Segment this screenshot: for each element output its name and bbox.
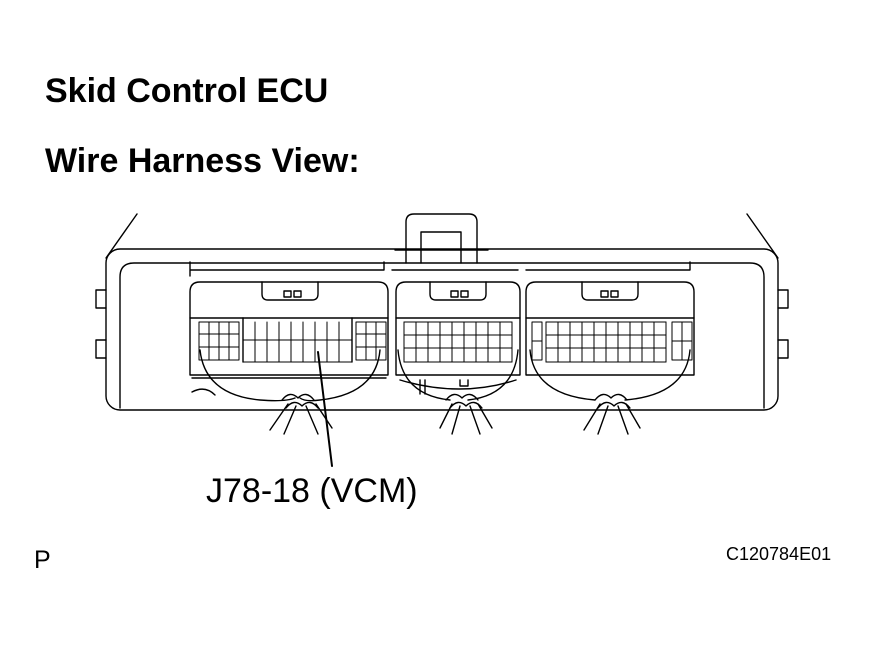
terminal-callout-label: J78-18 (VCM): [206, 472, 418, 510]
terminal-grid-j78: [198, 321, 387, 363]
connector-middle: [395, 281, 521, 395]
wire-harness: [199, 349, 691, 435]
terminal-grid-right: [531, 321, 693, 363]
connector-right: [525, 281, 695, 376]
terminal-grid-middle: [403, 321, 513, 363]
connector-j78: [189, 281, 389, 396]
ecu-housing: [95, 213, 789, 411]
connector-bay: [189, 261, 691, 277]
figure-code: C120784E01: [726, 544, 832, 564]
callout-leader-line: [317, 351, 333, 467]
diagram-title: Skid Control ECU: [45, 72, 329, 110]
corner-letter: P: [34, 546, 51, 574]
diagram-subtitle: Wire Harness View:: [45, 142, 360, 180]
